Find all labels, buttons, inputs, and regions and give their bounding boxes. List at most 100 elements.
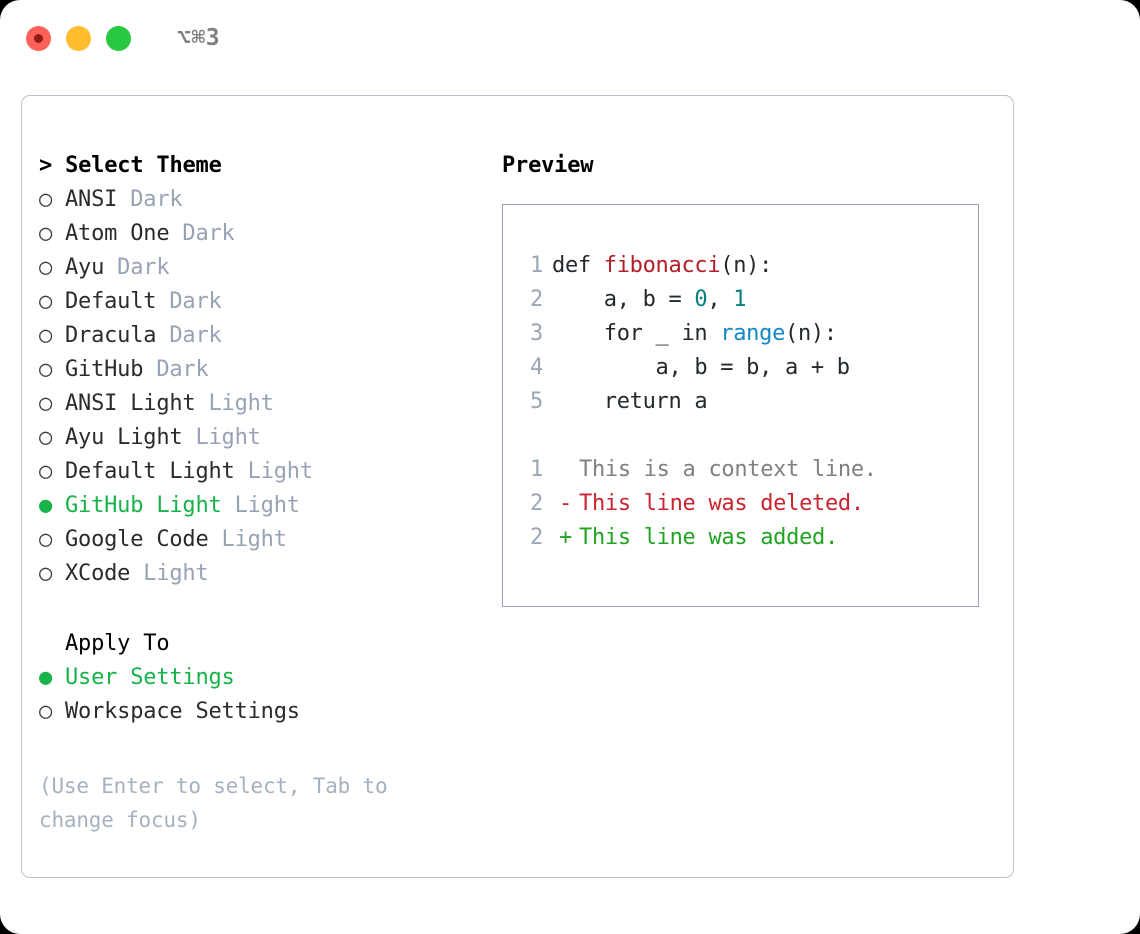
theme-option-label: Ayu (65, 255, 105, 280)
diff-line-number: 2 (530, 525, 543, 550)
apply-to-option-user-settings[interactable]: ●User Settings (39, 661, 502, 695)
radio-unselected-icon: ○ (39, 187, 53, 212)
code-token: a, b = b, a + b (552, 355, 851, 380)
theme-variant-badge: Dark (156, 289, 222, 314)
theme-option-label: GitHub (65, 357, 144, 382)
code-token: def (552, 253, 604, 278)
radio-unselected-icon: ○ (39, 357, 53, 382)
theme-option-label: Google Code (65, 527, 209, 552)
maximize-button[interactable] (106, 25, 131, 51)
radio-unselected-icon: ○ (39, 255, 53, 280)
theme-variant-badge: Light (130, 561, 209, 586)
window-controls (26, 25, 131, 51)
theme-option-label: ANSI Light (65, 391, 196, 416)
theme-option-label: Dracula (65, 323, 157, 348)
code-line-number: 2 (530, 287, 543, 312)
code-token: , (707, 287, 734, 312)
title-bar: ⌥⌘3 (0, 0, 1140, 76)
theme-option-label: Ayu Light (65, 425, 183, 450)
keyboard-hint-text: (Use Enter to select, Tab to change focu… (39, 774, 388, 832)
diff-marker: - (559, 491, 572, 516)
close-icon (34, 33, 43, 43)
radio-unselected-icon: ○ (39, 221, 53, 246)
code-token: (n): (785, 321, 837, 346)
theme-option-dracula[interactable]: ○ Dracula Dark (39, 319, 502, 353)
radio-unselected-icon: ○ (39, 323, 53, 348)
radio-unselected-icon: ○ (39, 699, 53, 724)
radio-unselected-icon: ○ (39, 425, 53, 450)
radio-unselected-icon: ○ (39, 289, 53, 314)
radio-selected-icon: ● (39, 665, 53, 690)
radio-unselected-icon: ○ (39, 459, 53, 484)
code-token: 0 (694, 287, 708, 312)
code-line: 4 a, b = b, a + b (519, 351, 978, 385)
theme-selection-column: > Select Theme ○ANSI Dark○Atom One Dark○… (22, 96, 502, 877)
code-line: 3 for _ in range(n): (519, 317, 978, 351)
theme-option-github-light[interactable]: ●GitHub Light Light (39, 489, 502, 523)
theme-option-ansi[interactable]: ○ANSI Dark (39, 183, 502, 217)
theme-option-label: Atom One (65, 221, 170, 246)
theme-variant-badge: Light (208, 527, 287, 552)
preview-title: Preview (502, 153, 594, 178)
theme-variant-badge: Dark (117, 187, 183, 212)
theme-option-google-code[interactable]: ○ Google Code Light (39, 523, 502, 557)
diff-line: 2-This line was deleted. (519, 487, 978, 521)
radio-unselected-icon: ○ (39, 391, 53, 416)
theme-option-label: GitHub Light (65, 493, 222, 518)
code-line-text: def fibonacci(n): (552, 249, 772, 283)
diff-line-number: 2 (530, 491, 543, 516)
theme-option-atom-one[interactable]: ○ Atom One Dark (39, 217, 502, 251)
theme-option-github[interactable]: ○ GitHub Dark (39, 353, 502, 387)
diff-marker (552, 453, 579, 487)
theme-variant-badge: Dark (156, 323, 222, 348)
code-line: 2 a, b = 0, 1 (519, 283, 978, 317)
keyboard-shortcut-label: ⌥⌘3 (177, 25, 221, 51)
theme-variant-badge: Light (182, 425, 261, 450)
diff-line-text: This is a context line. (579, 457, 877, 482)
apply-to-option-workspace-settings[interactable]: ○Workspace Settings (39, 695, 502, 729)
theme-option-xcode[interactable]: ○ XCode Light (39, 557, 502, 591)
code-token: a, b = (552, 287, 695, 312)
apply-to-option-list: ●User Settings○Workspace Settings (39, 661, 502, 729)
theme-option-default-light[interactable]: ○Default Light Light (39, 455, 502, 489)
minimize-button[interactable] (66, 25, 91, 51)
code-token: range (720, 321, 786, 346)
theme-option-label: XCode (65, 561, 131, 586)
theme-variant-badge: Dark (169, 221, 235, 246)
theme-variant-badge: Light (234, 459, 313, 484)
code-line-text: return a (552, 385, 708, 419)
close-button[interactable] (26, 25, 51, 51)
radio-unselected-icon: ○ (39, 561, 53, 586)
radio-selected-icon: ● (39, 493, 53, 518)
theme-variant-badge: Dark (104, 255, 170, 280)
code-token: for _ in (552, 321, 721, 346)
theme-variant-badge: Dark (143, 357, 209, 382)
main-panel: > Select Theme ○ANSI Dark○Atom One Dark○… (21, 95, 1014, 878)
diff-sample: 1 This is a context line.2-This line was… (519, 453, 978, 555)
diff-line: 1 This is a context line. (519, 453, 978, 487)
diff-line-number: 1 (530, 457, 543, 482)
code-token: return a (552, 389, 708, 414)
code-line-text: a, b = 0, 1 (552, 283, 747, 317)
code-token: 1 (733, 287, 747, 312)
code-line-number: 5 (530, 389, 543, 414)
diff-line-text: This line was deleted. (579, 491, 864, 516)
apply-to-section: Apply To ●User Settings○Workspace Settin… (39, 627, 502, 729)
theme-option-ayu-light[interactable]: ○ Ayu Light Light (39, 421, 502, 455)
code-line-number: 3 (530, 321, 543, 346)
preview-spacer (519, 419, 978, 453)
theme-option-ansi-light[interactable]: ○ANSI Light Light (39, 387, 502, 421)
theme-option-ayu[interactable]: ○ Ayu Dark (39, 251, 502, 285)
code-line: 5 return a (519, 385, 978, 419)
code-line-text: for _ in range(n): (552, 317, 837, 351)
radio-unselected-icon: ○ (39, 527, 53, 552)
theme-option-label: Default (65, 289, 157, 314)
code-token: fibonacci (603, 253, 721, 278)
theme-option-default[interactable]: ○ Default Dark (39, 285, 502, 319)
diff-line: 2+This line was added. (519, 521, 978, 555)
diff-marker: + (559, 525, 572, 550)
